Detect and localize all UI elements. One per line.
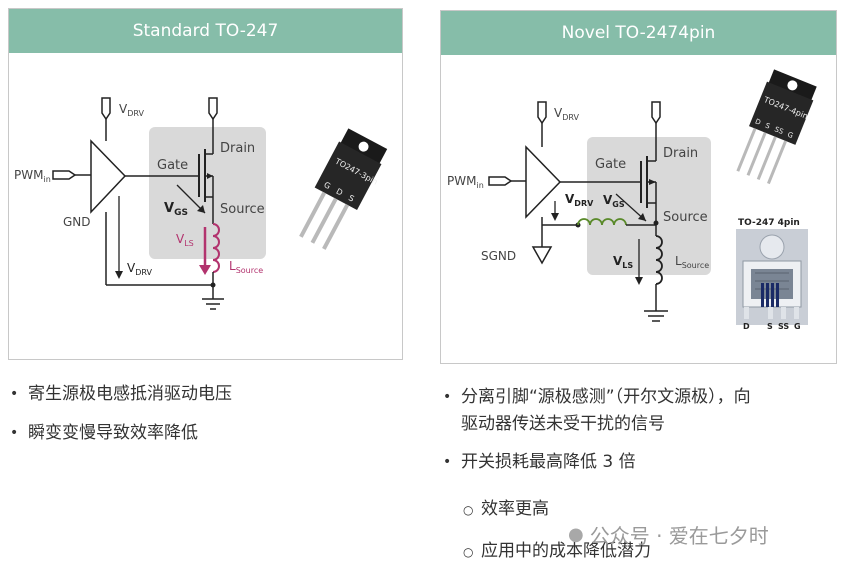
wechat-icon: ● xyxy=(568,524,584,545)
bullet-dot: • xyxy=(443,454,452,470)
source-inductor xyxy=(655,235,663,285)
right-panel-title: Novel TO-2474pin xyxy=(441,11,836,55)
lsource-label: LSource xyxy=(675,254,709,270)
svg-text:S: S xyxy=(764,122,772,131)
right-bullet-list: • 分离引脚“源极感测”（开尔文源极），向 驱动器传送未受干扰的信号 • 开关损… xyxy=(443,384,843,564)
svg-text:S: S xyxy=(767,322,773,331)
driver-amplifier xyxy=(525,145,562,219)
drain-terminal xyxy=(651,101,661,125)
kelvin-inductor xyxy=(577,218,627,226)
pwm-label: PWMin xyxy=(14,168,51,184)
left-panel-title: Standard TO-247 xyxy=(9,9,402,53)
to247-3pin-package: TO247-3pin G D S xyxy=(299,128,388,250)
right-panel: Novel TO-2474pin xyxy=(440,10,837,364)
left-panel: Standard TO-247 xyxy=(8,8,403,360)
svg-text:G: G xyxy=(794,322,801,331)
svg-text:SS: SS xyxy=(773,125,785,136)
sgnd-symbol xyxy=(531,246,553,265)
xray-package-view: TO-247 4pin D S SS G xyxy=(736,218,808,331)
watermark: ● 公众号 · 爱在七夕时 xyxy=(568,520,769,549)
svg-text:G: G xyxy=(786,131,794,140)
svg-text:D: D xyxy=(335,187,345,198)
vdrv-terminal xyxy=(537,101,547,125)
left-bullet-list: • 寄生源极电感抵消驱动电压 • 瞬变变慢导致效率降低 xyxy=(10,381,390,461)
gate-label: Gate xyxy=(157,158,188,173)
bullet-dot: • xyxy=(10,386,19,402)
drain-terminal xyxy=(208,97,218,121)
svg-text:TO-247 4pin: TO-247 4pin xyxy=(738,218,800,228)
gnd-label: GND xyxy=(63,215,91,229)
svg-text:SS: SS xyxy=(778,322,789,331)
lsource-label: LSource xyxy=(229,259,263,275)
vdrv-mid-label: VDRV xyxy=(565,192,594,208)
watermark-text: 公众号 · 爱在七夕时 xyxy=(589,524,769,548)
vgs-label: VGS xyxy=(164,201,188,218)
sub-bullet-dot: ○ xyxy=(463,503,474,517)
svg-text:D: D xyxy=(743,322,750,331)
pwm-terminal xyxy=(488,176,513,186)
sgnd-label: SGND xyxy=(481,249,516,263)
vgs-label: VGS xyxy=(603,193,625,209)
gate-label: Gate xyxy=(595,157,626,172)
to247-4pin-package: TO247-4pin D S SS G xyxy=(736,69,817,185)
source-label: Source xyxy=(663,210,708,225)
right-circuit-diagram: VDRV PWMin SGND Gate Drain Source VDRV V… xyxy=(447,69,817,331)
svg-text:D: D xyxy=(754,117,762,126)
bullet-dot: • xyxy=(443,389,452,405)
vdrv-top-label: VDRV xyxy=(119,102,145,118)
driver-amplifier xyxy=(90,139,127,214)
pwm-terminal xyxy=(52,170,77,180)
mosfet-box xyxy=(587,137,711,275)
drain-label: Drain xyxy=(663,146,698,161)
vls-label: VLS xyxy=(176,232,194,248)
vls-label: VLS xyxy=(613,254,633,270)
mosfet-box xyxy=(149,127,266,259)
left-circuit-diagram: VDRV PWMin GND Gate Drain Source VGS VLS… xyxy=(14,97,388,310)
svg-text:G: G xyxy=(322,180,332,191)
bullet-dot: • xyxy=(10,425,19,441)
pwm-label: PWMin xyxy=(447,174,484,190)
svg-text:S: S xyxy=(347,193,356,203)
vdrv-terminal xyxy=(101,97,111,121)
vdrv-bottom-label: VDRV xyxy=(127,261,153,277)
source-inductor xyxy=(212,223,220,273)
vdrv-top-label: VDRV xyxy=(554,106,580,122)
drain-label: Drain xyxy=(220,141,255,156)
sub-bullet-dot: ○ xyxy=(463,545,474,559)
source-label: Source xyxy=(220,202,265,217)
